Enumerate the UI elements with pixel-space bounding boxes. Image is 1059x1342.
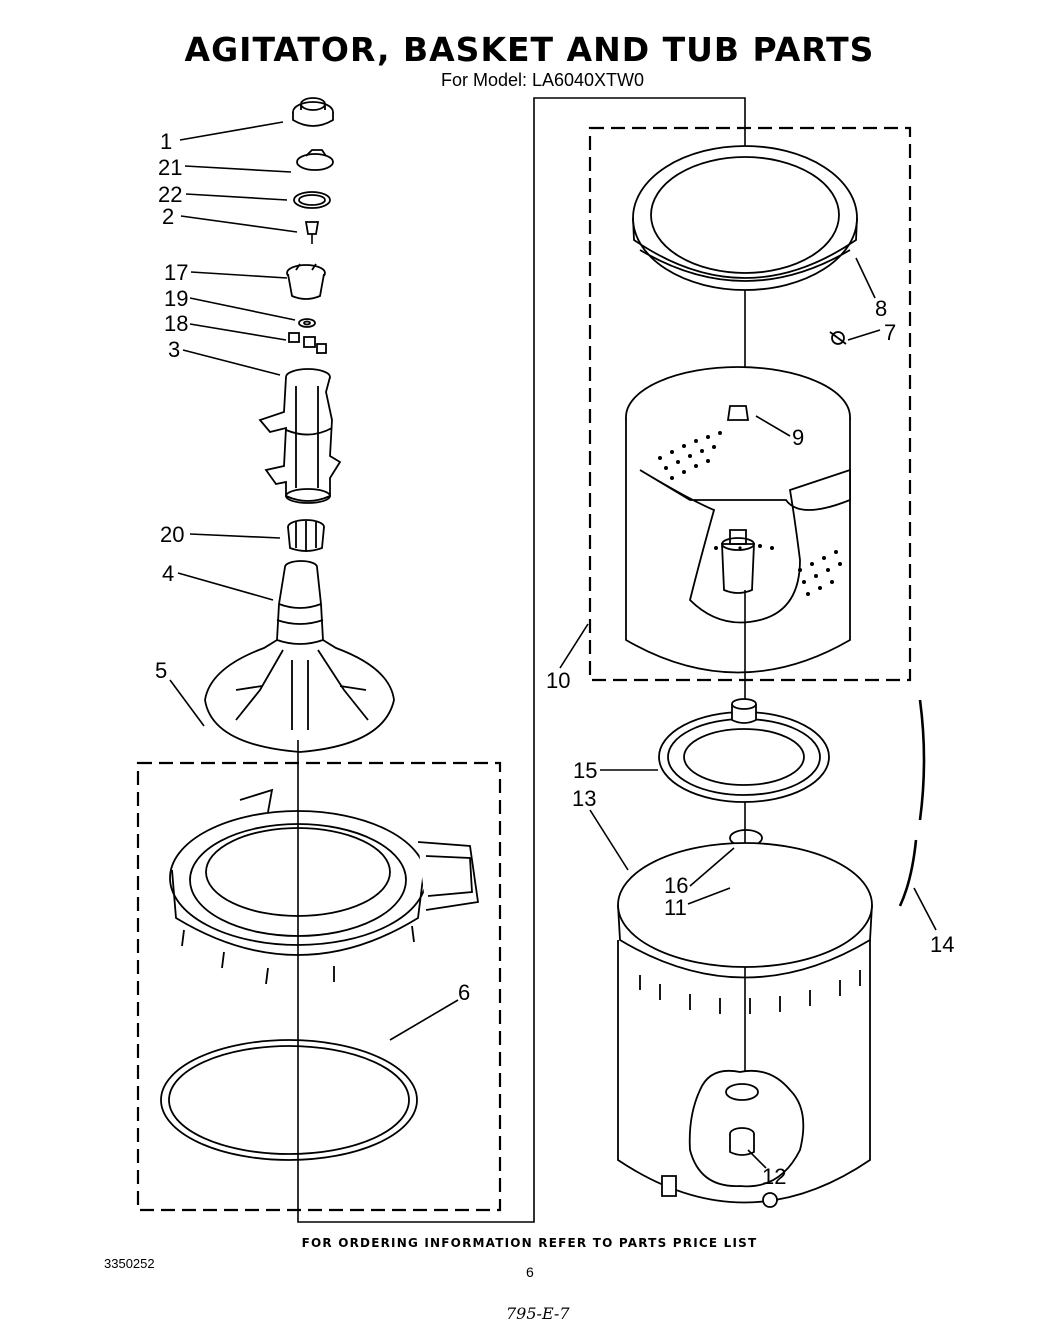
callout-labels: 1 21 22 2 17 19 18 3 20 4 5 6 8 7 9 10 1… [155, 129, 954, 1189]
model-subtitle: For Model: LA6040XTW0 [440, 70, 645, 90]
callout-label: 21 [158, 155, 182, 180]
callout-label: 20 [160, 522, 184, 547]
callout-label: 3 [168, 337, 180, 362]
callout-label: 18 [164, 311, 188, 336]
ordering-note: FOR ORDERING INFORMATION REFER TO PARTS … [301, 1236, 758, 1250]
callout-label: 17 [164, 260, 188, 285]
callout-label: 2 [162, 204, 174, 229]
tub-ring-seal-part [160, 1039, 418, 1161]
basket-group-box [588, 126, 912, 682]
callout-label: 13 [572, 786, 596, 811]
callout-label: 16 [664, 873, 688, 898]
agitator-part [258, 368, 342, 504]
callout-label: 12 [762, 1164, 786, 1189]
agitator-bolt-part [304, 221, 320, 244]
callout-label: 1 [160, 129, 172, 154]
outer-tub-part [617, 842, 873, 1208]
callout-label: 19 [164, 286, 188, 311]
handwritten-note: 795-E-7 [506, 1304, 570, 1323]
callout-label: 15 [573, 758, 597, 783]
cap-retainer-part [296, 149, 334, 171]
leader-lines [169, 121, 937, 1169]
callout-label: 6 [458, 980, 470, 1005]
dogs-part [288, 332, 327, 354]
callout-label: 11 [664, 895, 687, 920]
ring-fastener-part [829, 331, 847, 345]
callout-label: 14 [930, 932, 954, 957]
basket-perforations [658, 431, 842, 596]
document-number: 3350252 [104, 1256, 155, 1271]
tub-ring-group-box [136, 761, 502, 1212]
callout-label: 4 [162, 561, 174, 586]
agitator-cap-part [292, 97, 334, 127]
callout-label: 9 [792, 425, 804, 450]
spline-drive-part [287, 519, 325, 552]
diagram-title: AGITATOR, BASKET AND TUB PARTS [184, 30, 875, 69]
tub-ring-part [169, 788, 480, 985]
drive-plate-part [658, 698, 830, 803]
callout-label: 8 [875, 296, 887, 321]
callout-label: 5 [155, 658, 167, 683]
drive-hub-and-cone-part [204, 560, 395, 753]
callout-label: 7 [884, 320, 896, 345]
seal-ring-part [293, 191, 331, 209]
basket-ring-part [632, 145, 858, 291]
callout-label: 22 [158, 182, 182, 207]
basket-part [625, 366, 851, 674]
hose-part [898, 699, 926, 907]
callout-label: 10 [546, 668, 570, 693]
washer-part [298, 318, 316, 328]
cam-housing-part [286, 263, 326, 300]
page-number: 6 [526, 1264, 534, 1280]
